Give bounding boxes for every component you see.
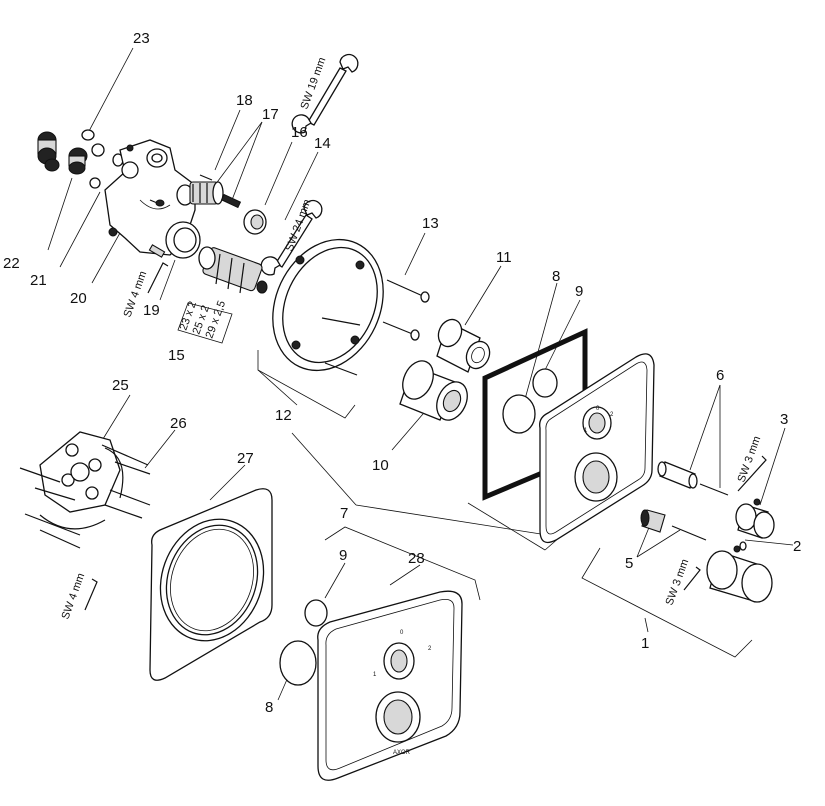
trim-mark-one: 1 xyxy=(373,672,377,678)
callout-22: 22 xyxy=(3,255,20,272)
callout-23: 23 xyxy=(133,30,150,47)
part-11-extension-sleeve xyxy=(436,318,491,373)
trim-mark-zero: 0 xyxy=(400,630,404,636)
part-3-knob-small xyxy=(735,498,775,539)
callout-14: 14 xyxy=(314,135,331,152)
callout-28: 28 xyxy=(408,550,425,567)
part-6-screw xyxy=(699,483,729,496)
part-13-screws xyxy=(382,279,430,341)
callout-10: 10 xyxy=(372,457,389,474)
trim-brand: AXOR xyxy=(393,750,411,756)
plate-mark-zero: 0 xyxy=(596,406,600,412)
callout-17: 17 xyxy=(262,106,279,123)
part-5-adapter xyxy=(640,509,666,533)
hex-key-sw3-lower xyxy=(683,566,701,591)
part-5-screw xyxy=(671,525,707,541)
callout-26: 26 xyxy=(170,415,187,432)
part-9-oring-lower xyxy=(304,599,328,627)
hex-key-sw3-upper xyxy=(737,455,767,492)
part-26-screws xyxy=(19,444,151,549)
part-19-ring xyxy=(165,221,201,259)
callout-13: 13 xyxy=(422,215,439,232)
callout-15: 15 xyxy=(168,347,185,364)
part-8-seal-disc xyxy=(502,394,536,434)
part-28-trim-plate xyxy=(317,590,463,781)
plate-mark-one: 1 xyxy=(584,428,588,434)
part-21-check-valves xyxy=(68,147,88,175)
callout-27: 27 xyxy=(237,450,254,467)
part-19-screw xyxy=(148,244,166,258)
part-8-oring-lower xyxy=(279,640,317,686)
callout-19: 19 xyxy=(143,302,160,319)
oring-size-box: 23 x 2 25 x 2 29 x 2,5 xyxy=(177,299,233,344)
part-15-cartridge xyxy=(198,246,268,294)
trim-markings: 0 1 2 AXOR 0 1 2 xyxy=(373,406,614,756)
callout-8-lower: 8 xyxy=(265,699,273,716)
callout-8-upper: 8 xyxy=(552,268,560,285)
label-sw3-lower: SW 3 mm xyxy=(664,558,692,607)
part-18-screw xyxy=(199,174,213,181)
callout-2: 2 xyxy=(793,538,801,555)
callout-labels: 23 18 17 16 14 22 21 20 19 15 13 11 8 9 … xyxy=(3,30,801,716)
part-2-grub-screw xyxy=(739,541,747,551)
wrench-sw19 xyxy=(291,53,359,134)
callout-6: 6 xyxy=(716,367,724,384)
part-17-spindle-head xyxy=(189,181,242,209)
callout-9-upper: 9 xyxy=(575,283,583,300)
plate-mark-two: 2 xyxy=(610,412,614,418)
callout-18: 18 xyxy=(236,92,253,109)
part-6-adapter xyxy=(657,461,698,489)
callout-1: 1 xyxy=(641,635,649,652)
callout-21: 21 xyxy=(30,272,47,289)
callout-5: 5 xyxy=(625,555,633,572)
wrench-sw24 xyxy=(260,199,323,276)
callout-9-lower: 9 xyxy=(339,547,347,564)
part-10-extension-sleeve xyxy=(399,360,468,421)
callout-3: 3 xyxy=(780,411,788,428)
part-22-check-valves xyxy=(37,131,60,172)
hex-key-sw4-upper xyxy=(147,262,169,294)
part-25-mounting-bracket xyxy=(39,431,124,530)
hex-key-sw4-lower xyxy=(84,578,98,611)
trim-mark-two: 2 xyxy=(428,646,432,652)
part-1-knob-large xyxy=(706,545,773,603)
callout-12: 12 xyxy=(275,407,292,424)
leader-lines xyxy=(47,47,794,701)
part-27-mounting-frame xyxy=(149,488,273,681)
label-sw3-upper: SW 3 mm xyxy=(736,435,764,484)
callout-7: 7 xyxy=(340,505,348,522)
label-sw4-lower: SW 4 mm xyxy=(60,572,88,621)
part-9-seal-disc xyxy=(532,368,558,398)
part-12-screw xyxy=(324,362,358,376)
callout-11: 11 xyxy=(496,249,512,266)
callout-20: 20 xyxy=(70,290,87,307)
callout-25: 25 xyxy=(112,377,129,394)
callout-16: 16 xyxy=(291,124,308,141)
part-7-cover-plate xyxy=(539,353,655,544)
part-16-nut xyxy=(243,209,267,235)
label-sw24: SW 24 mm xyxy=(284,198,314,253)
part-12-round-plate xyxy=(272,238,384,372)
part-23-small-orings xyxy=(81,129,124,189)
